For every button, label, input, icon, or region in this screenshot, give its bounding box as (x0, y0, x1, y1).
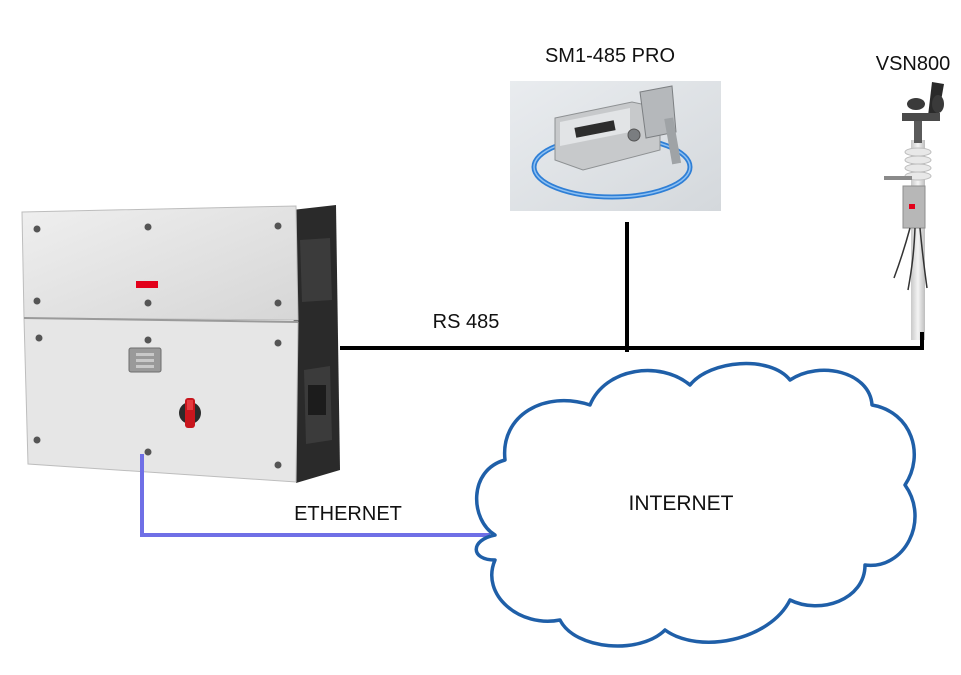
inverter-screws (33, 222, 282, 469)
ethernet-link (140, 454, 490, 537)
abb-logo (136, 281, 158, 288)
rs485-bus (340, 222, 924, 352)
dc-switch (179, 398, 201, 428)
inverter (21, 205, 340, 483)
meter-label: SM1-485 PRO (545, 45, 675, 67)
rs485-label: RS 485 (433, 311, 500, 333)
inverter-lower-panel (23, 317, 299, 483)
inverter-upper-panel (21, 205, 299, 321)
ethernet-label: ETHERNET (294, 503, 402, 525)
internet-cloud (474, 361, 917, 648)
weather-station-label: VSN800 (876, 53, 951, 75)
vsn800-weather-station (884, 82, 944, 340)
internet-label: INTERNET (629, 492, 734, 515)
sm1-485-pro-image (510, 81, 721, 211)
